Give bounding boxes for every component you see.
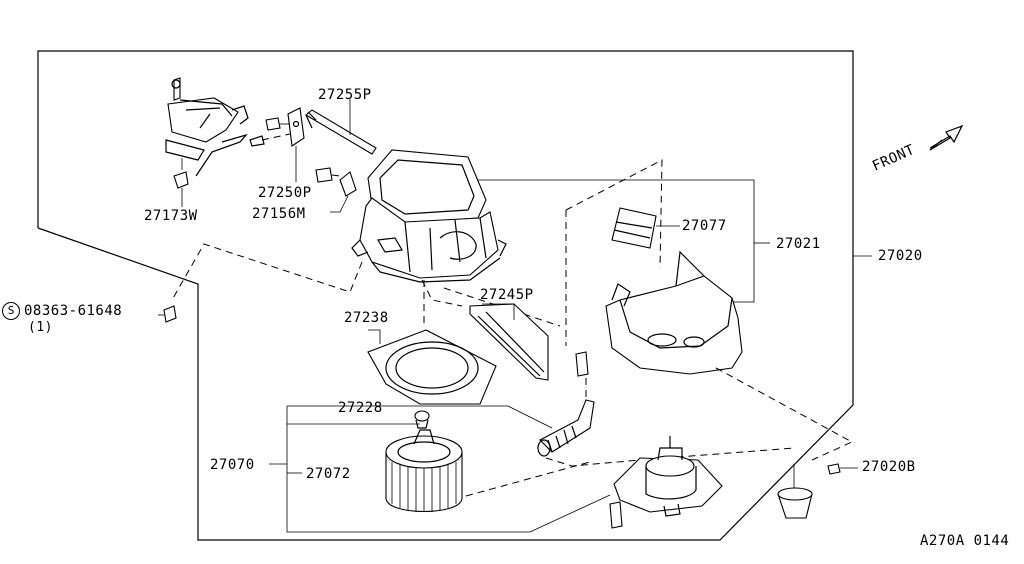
label-27072: 27072 bbox=[306, 466, 351, 482]
assembly-boundary bbox=[37, 50, 854, 541]
label-screw-number: 08363-61648 bbox=[24, 303, 123, 319]
leader-27021 bbox=[468, 179, 755, 303]
housing-27021 bbox=[605, 250, 743, 375]
label-27020b: 27020B bbox=[862, 459, 916, 475]
label-27228: 27228 bbox=[338, 400, 383, 416]
clip-27156m bbox=[330, 171, 357, 213]
fan-27072 bbox=[385, 429, 463, 512]
bracket-27250p bbox=[249, 107, 341, 183]
rod-27255p bbox=[305, 99, 377, 155]
label-27173w: 27173W bbox=[144, 208, 198, 224]
label-27255p: 27255P bbox=[318, 87, 372, 103]
figure-code: A270A 0144 bbox=[920, 533, 1010, 549]
screw-symbol: S bbox=[2, 302, 20, 320]
gasket-27238 bbox=[367, 329, 497, 405]
label-27020: 27020 bbox=[878, 248, 923, 264]
front-arrow-icon bbox=[929, 124, 964, 151]
nut-27228 bbox=[414, 410, 430, 429]
label-27021: 27021 bbox=[776, 236, 821, 252]
hose-27228 bbox=[537, 399, 595, 457]
blower-case-upper bbox=[351, 149, 507, 283]
label-27238: 27238 bbox=[344, 310, 389, 326]
label-27070: 27070 bbox=[210, 457, 255, 473]
label-27245p: 27245P bbox=[480, 287, 534, 303]
actuator-27173w bbox=[165, 77, 249, 207]
cup-part bbox=[777, 464, 813, 519]
filter-27245p bbox=[469, 303, 549, 381]
label-27077: 27077 bbox=[682, 218, 727, 234]
label-27250p: 27250P bbox=[258, 185, 312, 201]
filter-27077 bbox=[611, 207, 680, 249]
label-screw-qty: (1) bbox=[28, 320, 53, 335]
motor-27070 bbox=[613, 436, 723, 517]
label-27156m: 27156M bbox=[252, 206, 306, 222]
bracket-27070 bbox=[287, 405, 553, 429]
